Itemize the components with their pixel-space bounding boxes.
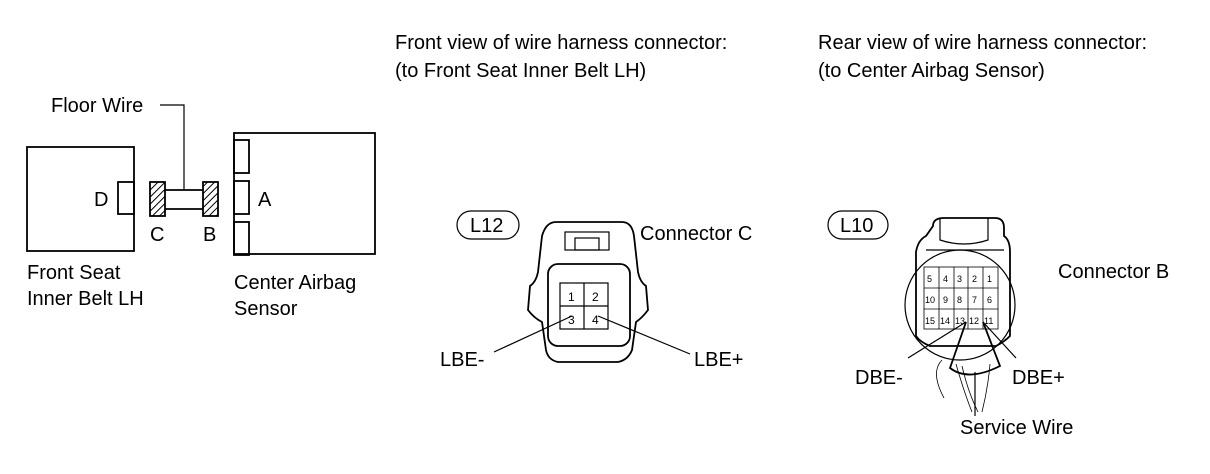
l10-code: L10 (840, 215, 873, 237)
connector-c-latch (564, 231, 610, 251)
pin-b-14: 14 (940, 316, 950, 326)
sensor-label-line2: Sensor (234, 298, 298, 320)
connector-c-body (527, 221, 649, 363)
pin-b-15: 15 (925, 316, 935, 326)
lbe-plus-leader (597, 315, 691, 355)
letter-d: D (94, 189, 108, 211)
connector-b-pin-grid: 5 4 3 2 1 10 9 8 7 6 15 14 13 12 11 (923, 266, 999, 330)
seat-label-line1: Front Seat (27, 262, 121, 284)
front-view-heading-line1: Front view of wire harness connector: (395, 32, 727, 54)
pin-b-6: 6 (987, 295, 992, 305)
pin-b-10: 10 (925, 295, 935, 305)
connector-d-tab (117, 181, 135, 215)
connector-c-housing (547, 263, 631, 347)
l12-code: L12 (470, 215, 503, 237)
pin-b-12: 12 (969, 316, 979, 326)
system-overview: D Floor Wire C B A Front Seat Inner Belt… (26, 95, 376, 320)
pin-b-9: 9 (943, 295, 948, 305)
pin-b-11: 11 (984, 316, 993, 326)
pin-b-7: 7 (972, 295, 977, 305)
floor-wire-leader (160, 104, 185, 190)
sensor-label-line1: Center Airbag (234, 272, 356, 294)
dbe-minus-leader (907, 321, 967, 359)
l10-code-badge (827, 210, 889, 240)
front-view-heading-line2: (to Front Seat Inner Belt LH) (395, 60, 646, 82)
seat-label-line2: Inner Belt LH (27, 288, 144, 310)
center-airbag-sensor-box (233, 132, 376, 255)
service-wire-loop (948, 321, 1002, 376)
connector-c-label: Connector C (640, 223, 752, 245)
pin-b-4: 4 (943, 274, 948, 284)
l12-code-badge (456, 210, 520, 240)
dbe-plus-leader (982, 321, 1017, 359)
lbe-minus-label: LBE- (440, 349, 484, 371)
pin-3: 3 (568, 313, 575, 327)
pin-b-3: 3 (957, 274, 962, 284)
connector-b-body (915, 217, 1011, 347)
sensor-connector-2 (233, 180, 250, 215)
letter-a: A (258, 189, 272, 211)
rear-view-heading-line2: (to Center Airbag Sensor) (818, 60, 1045, 82)
pin-2: 2 (592, 290, 599, 304)
floor-wire-label: Floor Wire (51, 95, 143, 117)
dbe-plus-label: DBE+ (1012, 367, 1065, 389)
connector-b-hatched (202, 181, 219, 217)
lbe-plus-label: LBE+ (694, 349, 743, 371)
pin-b-8: 8 (957, 295, 962, 305)
sensor-connector-1 (233, 139, 250, 174)
service-wire-label: Service Wire (960, 417, 1073, 439)
connector-b-top-latch (939, 218, 989, 245)
pin-highlight-circle (904, 249, 1016, 361)
pin-1: 1 (568, 290, 575, 304)
rear-view-section: Rear view of wire harness connector: (to… (818, 32, 1169, 439)
service-wire-strands (936, 359, 991, 413)
letter-b: B (203, 224, 216, 246)
pin-b-13: 13 (955, 316, 965, 326)
pin-b-1: 1 (987, 274, 992, 284)
connector-b-label: Connector B (1058, 261, 1169, 283)
pin-b-2: 2 (972, 274, 977, 284)
connector-c-hatched (149, 181, 166, 217)
front-view-section: Front view of wire harness connector: (t… (395, 32, 752, 371)
dbe-minus-label: DBE- (855, 367, 903, 389)
letter-c: C (150, 224, 164, 246)
connector-c-latch-inner (574, 237, 600, 251)
rear-view-heading-line1: Rear view of wire harness connector: (818, 32, 1147, 54)
sensor-connector-3 (233, 221, 250, 256)
pin-b-5: 5 (927, 274, 932, 284)
pin-4: 4 (592, 313, 599, 327)
lbe-minus-leader (493, 315, 573, 353)
